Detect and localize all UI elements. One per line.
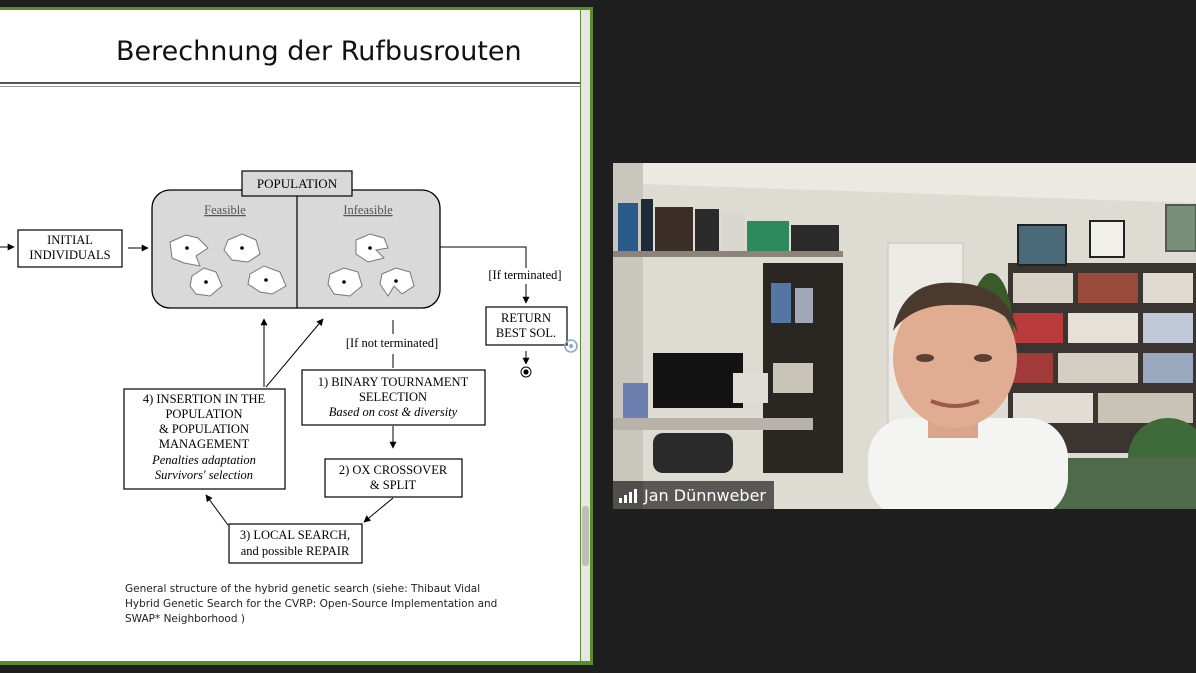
binary-label-2: SELECTION	[359, 390, 427, 404]
slide-title: Berechnung der Rufbusrouten	[116, 36, 522, 67]
local-label-2: and possible REPAIR	[241, 544, 350, 558]
signal-bars-icon	[619, 487, 637, 503]
caption-line: SWAP* Neighborhood )	[125, 613, 245, 625]
binary-tournament-box	[301, 369, 486, 426]
initial-label-2: INDIVIDUALS	[29, 248, 110, 262]
slide-caption: General structure of the hybrid genetic …	[125, 582, 497, 627]
insertion-label-4: MANAGEMENT	[159, 437, 250, 451]
local-search-box	[228, 523, 363, 564]
insertion-label-3: & POPULATION	[159, 422, 249, 436]
participant-video-tile[interactable]: Jan Dünnweber	[613, 163, 1196, 509]
binary-label-3: Based on cost & diversity	[329, 405, 458, 419]
insertion-box	[123, 388, 286, 490]
insertion-label-5: Penalties adaptation	[151, 453, 256, 467]
ox-crossover-box	[324, 458, 463, 498]
end-node-dot	[523, 369, 529, 375]
caption-line: General structure of the hybrid genetic …	[125, 583, 481, 595]
if-terminated-label: [If terminated]	[488, 268, 561, 282]
slide-scrollbar[interactable]	[581, 10, 590, 661]
initial-individuals-box	[17, 229, 123, 268]
return-label-2: BEST SOL.	[496, 326, 556, 340]
shared-slide: Berechnung der Rufbusrouten INITIAL INDI…	[0, 10, 580, 661]
title-subrule	[0, 86, 580, 87]
if-not-terminated-label: [If not terminated]	[346, 336, 438, 350]
scrollbar-thumb[interactable]	[582, 506, 589, 566]
insertion-to-infeasible-arrow	[265, 318, 324, 388]
participant-name: Jan Dünnweber	[644, 485, 766, 505]
mouse-pointer-dot	[569, 344, 573, 348]
infeasible-label: Infeasible	[343, 203, 393, 217]
population-to-terminate-line	[440, 246, 527, 268]
population-label-box	[241, 170, 353, 197]
mouse-pointer-icon	[564, 339, 578, 353]
insertion-label-2: POPULATION	[165, 407, 242, 421]
caption-line: Hybrid Genetic Search for the CVRP: Open…	[125, 598, 498, 610]
insertion-label-1: 4) INSERTION IN THE	[143, 392, 266, 406]
title-rule	[0, 82, 580, 84]
return-label-1: RETURN	[501, 311, 551, 325]
webcam-feed	[613, 163, 1196, 509]
ox-label-2: & SPLIT	[370, 478, 417, 492]
initial-label-1: INITIAL	[47, 233, 93, 247]
feasible-label: Feasible	[204, 203, 246, 217]
return-best-solution-box	[485, 306, 568, 346]
crossover-to-local-search-arrow	[363, 497, 394, 523]
local-search-to-insertion-arrow	[205, 494, 229, 526]
local-label-1: 3) LOCAL SEARCH,	[240, 528, 350, 542]
feasible-depot-dots	[185, 246, 268, 284]
participant-name-tag: Jan Dünnweber	[613, 481, 774, 509]
ox-label-1: 2) OX CROSSOVER	[339, 463, 448, 477]
binary-label-1: 1) BINARY TOURNAMENT	[318, 375, 469, 389]
population-label: POPULATION	[257, 176, 338, 191]
screen-share-frame: Berechnung der Rufbusrouten INITIAL INDI…	[0, 7, 593, 665]
infeasible-depot-dots	[342, 246, 398, 284]
hgs-flow-diagram: INITIAL INDIVIDUALS POPULATION Feasible …	[0, 170, 578, 564]
insertion-label-6: Survivors' selection	[155, 468, 253, 482]
